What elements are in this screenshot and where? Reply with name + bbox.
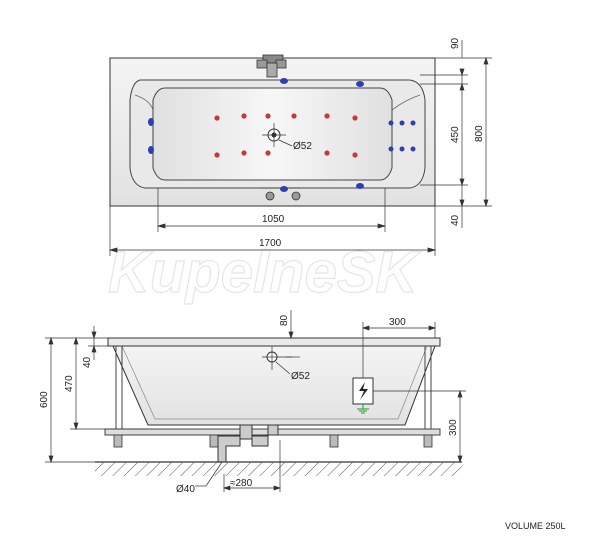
red-jets	[214, 113, 358, 158]
waste-diameter-label: Ø40	[176, 484, 195, 495]
dim-total-width-label: 800	[474, 125, 485, 142]
dim-box-offset	[361, 322, 437, 378]
dim-drain-top	[286, 310, 300, 358]
jet-red	[291, 113, 297, 119]
jet-red	[324, 113, 330, 119]
top-view: Ø52	[108, 37, 492, 256]
jet-blue	[410, 120, 416, 126]
dim-top-offset-label: 90	[450, 37, 461, 49]
headrest-right	[391, 94, 421, 111]
tub-inner-profile	[121, 345, 428, 420]
dim-box-height-label: 300	[448, 419, 459, 436]
jet-blue	[148, 146, 154, 154]
waste-pipe	[217, 424, 279, 463]
dim-drain-top-label: 80	[279, 314, 290, 326]
dim-left-heights	[45, 326, 148, 464]
dim-total-length	[108, 206, 437, 256]
watermark-text: KupelneSK	[108, 240, 421, 305]
side-drain-label: Ø52	[291, 371, 310, 382]
jet-blue	[410, 146, 416, 152]
adjustable-feet	[113, 434, 433, 448]
dim-inner-width-label: 450	[450, 126, 461, 143]
jet-blue	[148, 118, 154, 126]
overflow-icon	[260, 187, 301, 201]
dim-bottom-offset-label: 40	[450, 214, 461, 226]
jet-blue	[399, 146, 405, 152]
headrest-left	[134, 94, 154, 111]
top-drain-label: Ø52	[293, 141, 312, 152]
dim-box-offset-label: 300	[389, 317, 406, 328]
dim-waste	[195, 440, 282, 492]
jet-blue	[280, 186, 288, 192]
jet-blue	[356, 183, 364, 189]
jet-red	[324, 150, 330, 156]
jet-red	[241, 113, 247, 119]
dim-inner-length-label: 1050	[262, 214, 285, 225]
jet-red	[352, 152, 358, 158]
drain-icon	[262, 123, 293, 147]
jet-red	[214, 115, 220, 121]
jet-red	[241, 150, 247, 156]
tub-shell-profile	[112, 345, 436, 426]
jet-red	[265, 113, 271, 119]
dim-box-height	[373, 389, 466, 464]
waste-length-label: ≈280	[230, 478, 253, 489]
floor-hatch	[95, 462, 462, 476]
jet-blue	[280, 78, 288, 84]
jet-red	[265, 150, 271, 156]
faucet-icon	[256, 54, 287, 78]
dim-inner-length	[156, 188, 387, 232]
jet-red	[214, 152, 220, 158]
dim-depth-label: 470	[64, 375, 75, 392]
jet-blue	[356, 81, 364, 87]
jet-blue	[388, 146, 394, 152]
tub-rim	[107, 337, 441, 347]
jet-blue	[399, 120, 405, 126]
side-view: Ø52 80 300	[39, 310, 466, 495]
blue-jets	[148, 78, 416, 192]
dim-rim-label: 40	[82, 356, 93, 368]
dim-total-length-label: 1700	[259, 238, 282, 249]
jet-blue	[388, 120, 394, 126]
dim-right-extension	[420, 40, 492, 228]
jet-red	[352, 115, 358, 121]
dim-total-height-label: 600	[39, 391, 50, 408]
volume-label: VOLUME 250L	[505, 521, 566, 531]
